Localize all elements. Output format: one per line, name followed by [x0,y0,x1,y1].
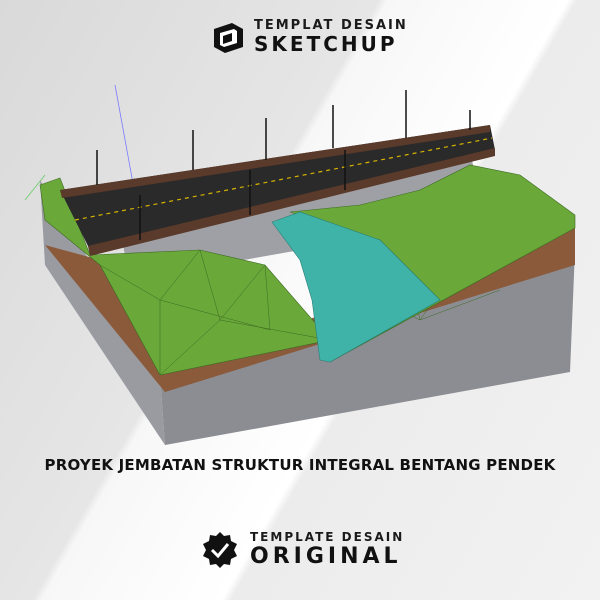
original-badge: TEMPLATE DESAIN ORIGINAL [200,530,404,570]
lane-marking [74,137,493,221]
badge-line2: ORIGINAL [250,544,402,569]
badge-line1: TEMPLATE DESAIN [250,530,405,544]
parapet-front [88,148,495,256]
verified-check-icon [203,532,237,568]
bridge-model-render [24,84,576,445]
river [271,211,441,363]
project-caption: PROYEK JEMBATAN STRUKTUR INTEGRAL BENTAN… [44,456,556,474]
sketchup-logo: TEMPLAT DESAIN SKETCHUP [210,18,408,55]
sketchup-icon [214,22,243,53]
green-axis [24,174,46,201]
bridge-deck [60,125,495,250]
lamp-posts [96,90,471,240]
header-line1: TEMPLAT DESAIN [254,18,408,33]
parapet-back [60,125,490,198]
header-line2: SKETCHUP [254,32,398,56]
front-face [160,250,575,445]
